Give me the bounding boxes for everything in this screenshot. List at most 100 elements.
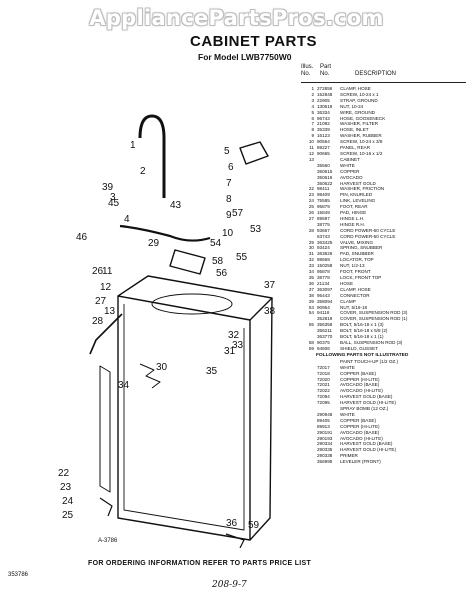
part-description: PRIMER	[340, 453, 358, 459]
part-description: SCREW, 10-24 x 1	[340, 91, 379, 97]
illus-number: 54	[308, 310, 314, 316]
part-number: 89405	[317, 417, 330, 423]
callout-number: 24	[62, 496, 74, 507]
rear-panel-outline	[99, 365, 111, 493]
callout-number: 58	[212, 256, 224, 267]
callout-number: 4	[124, 214, 130, 225]
illus-number: 33	[308, 263, 314, 269]
callout-number: 13	[104, 306, 116, 317]
callout-number: 10	[222, 228, 234, 239]
callout-number: 5	[224, 146, 230, 157]
part-number: 290191	[317, 429, 333, 435]
part-description: COPPER	[340, 168, 360, 174]
part-description: PAD, HINGE	[340, 210, 367, 216]
part-description: NUT, 10-24	[340, 103, 364, 109]
part-description: WASHER, RUBBER	[340, 133, 382, 139]
part-number: 35339	[317, 127, 330, 133]
part-description: CORD POWER-60 CYCLE	[340, 227, 396, 233]
illus-number: 28	[308, 227, 314, 233]
part-description: HARVEST GOLD (BASE)	[340, 394, 393, 400]
foot-front	[225, 533, 245, 548]
part-number: 15849	[317, 210, 330, 216]
callout-number: 25	[62, 510, 74, 521]
illus-no-header: Illus.No.	[301, 64, 314, 77]
part-description: HARVEST GOLD (HI-LITE)	[340, 447, 396, 453]
part-number: 94606	[317, 345, 330, 351]
illus-number: 2	[311, 91, 314, 97]
part-number: 363770	[317, 334, 333, 340]
part-number: 363425	[317, 239, 333, 245]
part-description: FOOT, REAR	[340, 204, 368, 210]
part-number: 95878	[317, 269, 330, 275]
illus-number: 37	[308, 286, 314, 292]
part-description: BOLT, 5/16-18 x 5/8 (2)	[340, 328, 388, 334]
part-number: 72017	[317, 364, 330, 370]
illus-number: 30	[308, 245, 314, 251]
part-number: 72018	[317, 370, 330, 376]
callout-number: 6	[228, 162, 234, 173]
illus-number: 32	[308, 257, 314, 263]
not-illustrated-heading: FOLLOWING PARTS NOT ILLUSTRATED	[316, 352, 409, 358]
part-number: 72094	[317, 394, 330, 400]
part-number: 98669	[317, 257, 330, 263]
illus-number: 34	[308, 269, 314, 275]
mixing-valve-body	[169, 249, 206, 275]
not-illustrated-row: 72018 COPPER (BASE)	[301, 371, 469, 377]
callout-number: 7	[226, 178, 232, 189]
not-illustrated-row: 72094 HARVEST GOLD (BASE)	[301, 394, 469, 400]
part-number: 90375	[317, 339, 330, 345]
illus-number: 55	[308, 322, 314, 328]
part-description: LINK, LEVELING	[340, 198, 376, 204]
part-description: AVOCADO (BASE)	[340, 382, 380, 388]
illus-number: 27	[308, 215, 314, 221]
spring-snubber	[139, 363, 161, 389]
part-description: NUT, 1/2-13	[340, 263, 365, 269]
model-line: For Model LWB7750W0	[198, 52, 292, 62]
callout-layer: 1234567891011121322232425262728293031323…	[58, 140, 276, 531]
illus-number: 4	[311, 103, 314, 109]
part-description: COVER, SUSPENSION ROD (1)	[340, 316, 408, 322]
illus-number: 1	[311, 86, 314, 91]
illus-number: 39	[308, 298, 314, 304]
inlet-hose	[119, 224, 211, 242]
illus-number: 25	[308, 204, 314, 210]
callout-number: 2	[140, 166, 146, 177]
illus-number: 11	[309, 145, 314, 151]
cabinet-top-outline	[117, 275, 273, 321]
description-header: DESCRIPTION	[355, 71, 397, 77]
part-number: 72020	[317, 376, 330, 382]
callout-number: 43	[170, 200, 182, 211]
illus-number: 58	[308, 339, 314, 345]
part-description: CLAMP	[340, 298, 356, 304]
part-description: PANEL, REAR	[340, 145, 371, 151]
part-description: PAD, SNUBBER	[340, 251, 374, 257]
exploded-diagram: 1234567891011121322232425262728293031323…	[58, 114, 276, 548]
illus-number: 8	[311, 127, 314, 133]
part-description: COPPER (BASE)	[340, 370, 376, 376]
motor-bracket	[239, 141, 269, 165]
callout-number: 35	[206, 366, 218, 377]
part-description: AVOCADO (HI-LITE)	[340, 388, 383, 394]
part-description: SCREW, 10-16 x 1/2	[340, 150, 383, 156]
part-number: 35560	[317, 162, 330, 168]
part-description: CLAMP, HOSE	[340, 286, 371, 292]
part-description: HARVEST GOLD (HI-LITE)	[340, 400, 396, 406]
